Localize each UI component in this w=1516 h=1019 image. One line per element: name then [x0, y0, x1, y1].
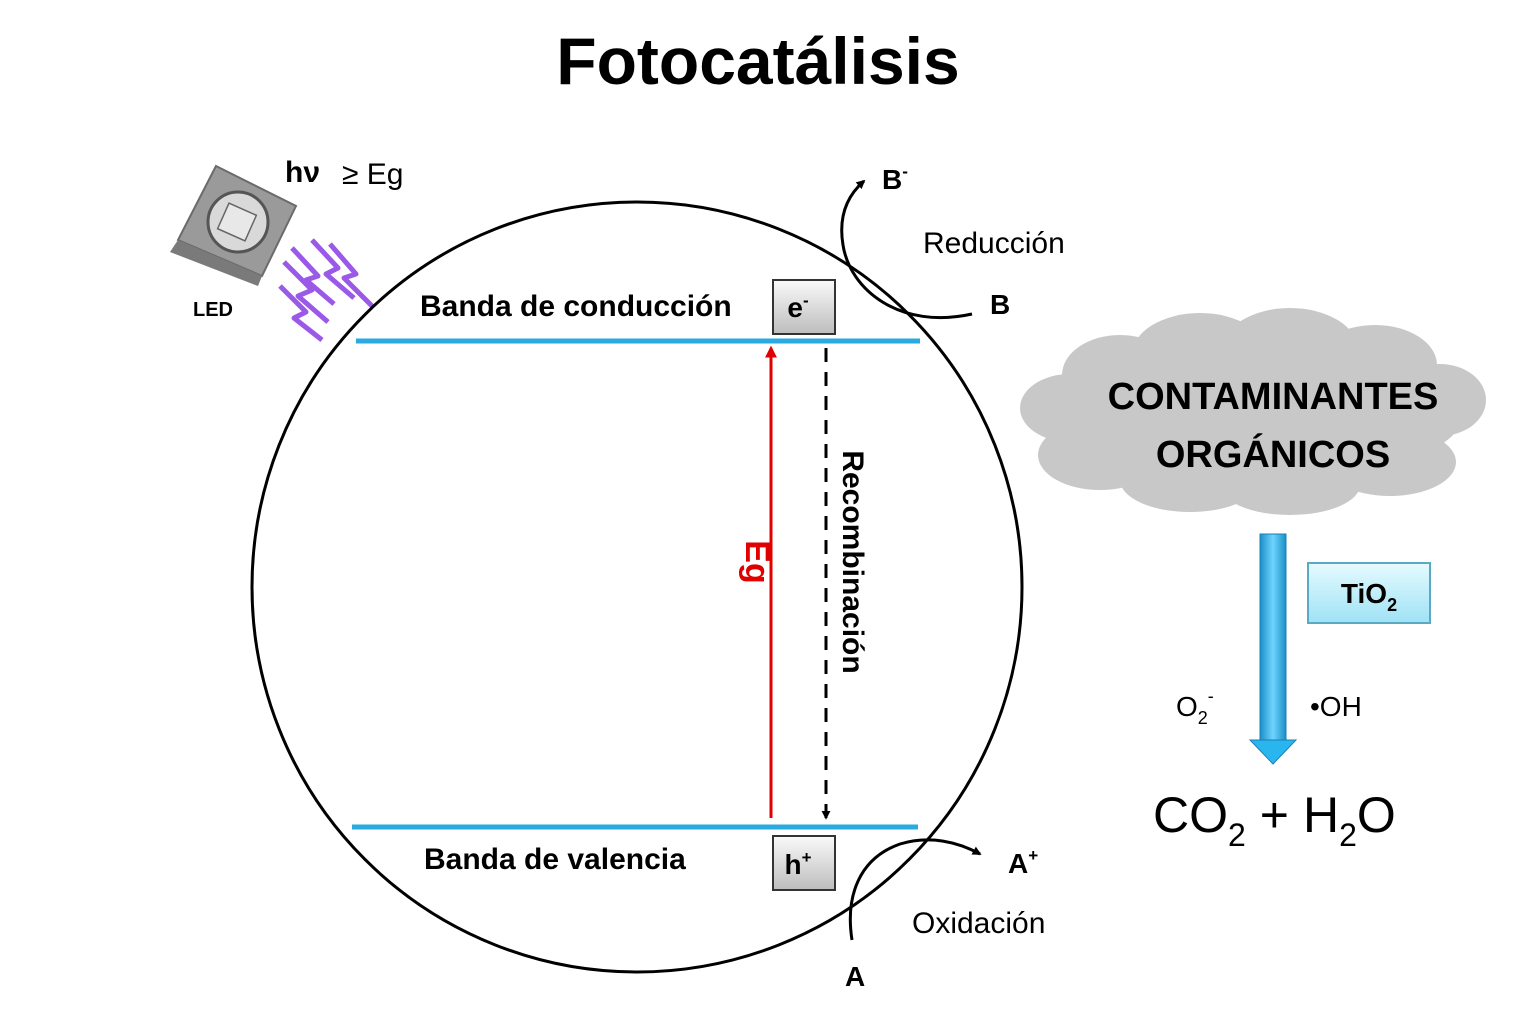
- diagram-title: Fotocatálisis: [556, 24, 959, 98]
- oxidation-product-charge: +: [1028, 846, 1038, 865]
- cloud-icon: [1020, 308, 1486, 515]
- superoxide-charge: -: [1208, 686, 1214, 706]
- product-co2: CO: [1153, 787, 1228, 843]
- product-plus: +: [1260, 787, 1289, 843]
- reduction-arrow: [840, 179, 973, 320]
- photon-energy-symbol: hν: [285, 156, 320, 189]
- oxidation-arrow: [848, 838, 982, 941]
- svg-text:e-: e-: [787, 291, 808, 323]
- svg-text:O2-: O2-: [1176, 686, 1214, 728]
- electron-symbol: e: [787, 292, 803, 323]
- reduction-reactant: B: [990, 289, 1010, 320]
- led-label: LED: [193, 299, 233, 321]
- catalyst-box: TiO2: [1307, 562, 1431, 624]
- lightning-icon: [278, 238, 374, 342]
- svg-text:TiO2: TiO2: [1341, 578, 1397, 615]
- band-gap-label: Eg: [738, 540, 776, 583]
- down-arrow-icon: [1248, 533, 1298, 765]
- svg-text:A+: A+: [1008, 846, 1038, 879]
- oxidation-label: Oxidación: [912, 907, 1045, 940]
- hole-box: h+: [772, 835, 836, 891]
- superoxide-subscript: 2: [1198, 708, 1208, 728]
- photon-energy-condition: ≥ Eg: [342, 158, 404, 191]
- oxidation-product: A: [1008, 848, 1028, 879]
- electron-charge: -: [803, 291, 809, 310]
- oxidation-reactant: A: [845, 961, 865, 992]
- svg-text:CO2+H2O: CO2+H2O: [1153, 787, 1396, 853]
- led-chip-icon: [170, 164, 298, 286]
- product-h2o-tail: O: [1357, 787, 1396, 843]
- recombination-label: Recombinación: [836, 450, 869, 673]
- pollutants-line1: CONTAMINANTES: [1108, 376, 1439, 418]
- reduction-product-charge: -: [902, 162, 908, 181]
- pollutants-line2: ORGÁNICOS: [1156, 432, 1390, 476]
- reduction-product: B: [882, 164, 902, 195]
- svg-text:h+: h+: [784, 848, 811, 880]
- catalyst-formula: TiO: [1341, 578, 1387, 609]
- electron-box: e-: [772, 279, 836, 335]
- conduction-band-label: Banda de conducción: [420, 290, 732, 323]
- valence-band-label: Banda de valencia: [424, 843, 686, 876]
- superoxide-radical: O: [1176, 691, 1198, 722]
- hole-charge: +: [802, 848, 812, 867]
- product-co2-subscript: 2: [1228, 817, 1246, 853]
- hydroxyl-radical: •OH: [1310, 691, 1362, 722]
- reduction-label: Reducción: [923, 227, 1065, 260]
- product-h2o: H: [1303, 787, 1339, 843]
- semiconductor-particle: [250, 200, 1024, 974]
- hole-symbol: h: [784, 849, 801, 880]
- svg-text:B-: B-: [882, 162, 908, 195]
- product-h2o-subscript: 2: [1339, 817, 1357, 853]
- catalyst-subscript: 2: [1387, 595, 1397, 615]
